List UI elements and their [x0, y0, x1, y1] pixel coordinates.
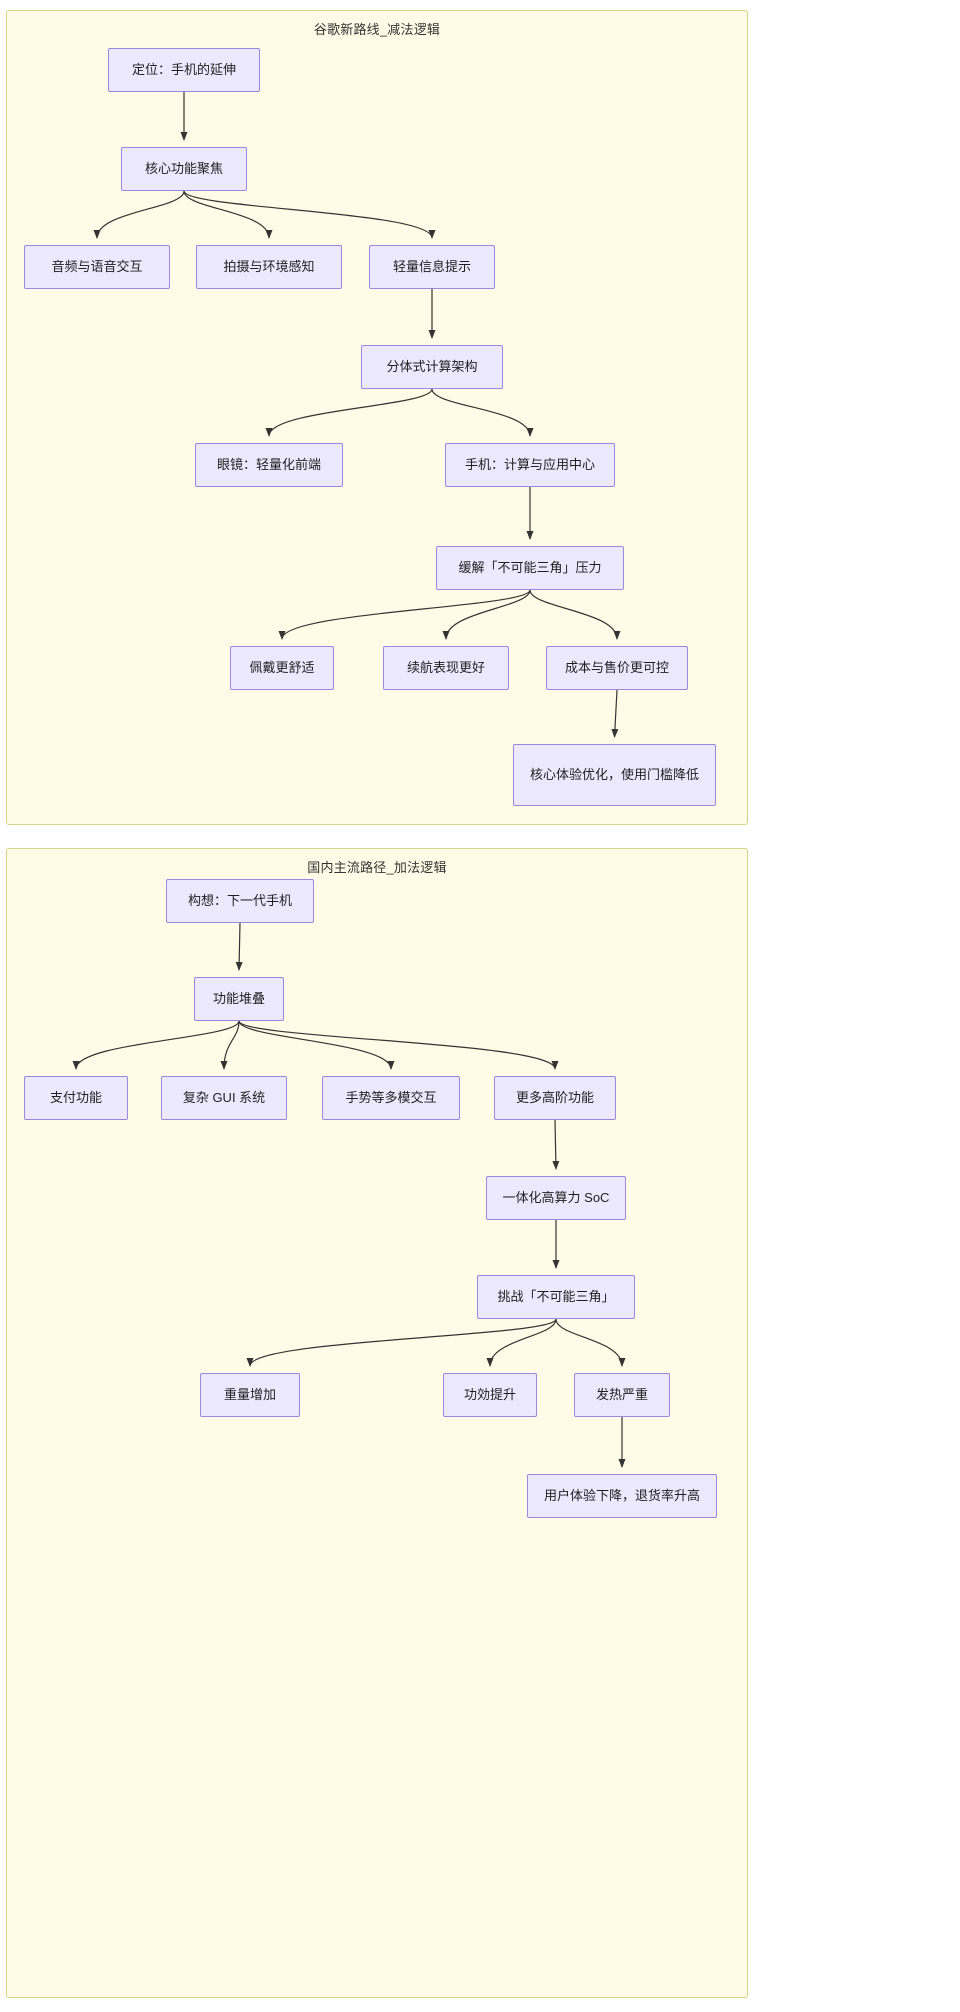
flow-node-label: 挑战「不可能三角」 [497, 1288, 615, 1304]
flow-node-g6[interactable]: 分体式计算架构 [361, 345, 503, 389]
flow-node-g5[interactable]: 轻量信息提示 [369, 245, 495, 289]
flow-node-d5[interactable]: 手势等多模交互 [322, 1076, 460, 1120]
flow-node-label: 音频与语音交互 [51, 258, 143, 274]
flow-node-g11[interactable]: 续航表现更好 [383, 646, 509, 690]
flow-node-label: 复杂 GUI 系统 [182, 1089, 266, 1105]
flow-node-label: 更多高阶功能 [515, 1089, 594, 1105]
flow-node-label: 发热严重 [595, 1386, 648, 1402]
flow-node-d3[interactable]: 支付功能 [24, 1076, 128, 1120]
flow-node-d7[interactable]: 一体化高算力 SoC [486, 1176, 626, 1220]
subgraph-domestic-addition: 国内主流路径_加法逻辑 [6, 848, 748, 1998]
flow-node-g1[interactable]: 定位：手机的延伸 [108, 48, 260, 92]
subgraph-title-domestic: 国内主流路径_加法逻辑 [307, 860, 447, 875]
subgraph-title-google: 谷歌新路线_减法逻辑 [313, 22, 441, 37]
flow-node-label: 功効提升 [463, 1386, 516, 1402]
flow-node-g8[interactable]: 手机：计算与应用中心 [445, 443, 615, 487]
flow-node-d4[interactable]: 复杂 GUI 系统 [161, 1076, 287, 1120]
flow-node-d9[interactable]: 重量增加 [200, 1373, 300, 1417]
flow-node-d1[interactable]: 构想：下一代手机 [166, 879, 314, 923]
flow-node-label: 核心功能聚焦 [144, 160, 223, 176]
flow-node-g2[interactable]: 核心功能聚焦 [121, 147, 247, 191]
flow-node-g7[interactable]: 眼镜：轻量化前端 [195, 443, 343, 487]
flow-node-label: 支付功能 [49, 1089, 102, 1105]
flow-node-label: 缓解「不可能三角」压力 [458, 559, 602, 575]
flow-node-g4[interactable]: 拍摄与环境感知 [196, 245, 342, 289]
flow-node-d10[interactable]: 功効提升 [443, 1373, 537, 1417]
flow-node-label: 一体化高算力 SoC [502, 1189, 610, 1205]
flow-node-d12[interactable]: 用户体验下降，退货率升高 [527, 1474, 717, 1518]
flow-node-label: 构想：下一代手机 [187, 892, 292, 908]
flow-node-label: 成本与售价更可控 [564, 659, 669, 675]
flow-node-g9[interactable]: 缓解「不可能三角」压力 [436, 546, 624, 590]
flow-node-label: 佩戴更舒适 [249, 659, 315, 675]
flow-node-label: 续航表现更好 [406, 659, 485, 675]
flow-node-g13[interactable]: 核心体验优化，使用门槛降低 [513, 744, 716, 806]
flow-node-label: 核心体验优化，使用门槛降低 [529, 766, 699, 782]
flow-node-label: 手机：计算与应用中心 [464, 456, 595, 472]
flow-node-label: 功能堆叠 [212, 990, 265, 1006]
subgraph-google-subtraction: 谷歌新路线_减法逻辑 [6, 10, 748, 825]
flow-node-label: 手势等多模交互 [345, 1089, 437, 1105]
flow-node-label: 拍摄与环境感知 [223, 258, 315, 274]
flow-node-label: 眼镜：轻量化前端 [216, 456, 321, 472]
flow-node-g12[interactable]: 成本与售价更可控 [546, 646, 688, 690]
flow-node-label: 用户体验下降，退货率升高 [543, 1487, 700, 1503]
flow-node-g3[interactable]: 音频与语音交互 [24, 245, 170, 289]
flow-node-g10[interactable]: 佩戴更舒适 [230, 646, 334, 690]
flow-node-label: 分体式计算架构 [386, 358, 478, 374]
flow-node-d11[interactable]: 发热严重 [574, 1373, 670, 1417]
flow-node-label: 重量增加 [223, 1386, 276, 1402]
flow-node-d6[interactable]: 更多高阶功能 [494, 1076, 616, 1120]
flow-node-label: 轻量信息提示 [392, 258, 471, 274]
flow-node-d8[interactable]: 挑战「不可能三角」 [477, 1275, 635, 1319]
flow-node-label: 定位：手机的延伸 [131, 61, 236, 77]
flow-node-d2[interactable]: 功能堆叠 [194, 977, 284, 1021]
